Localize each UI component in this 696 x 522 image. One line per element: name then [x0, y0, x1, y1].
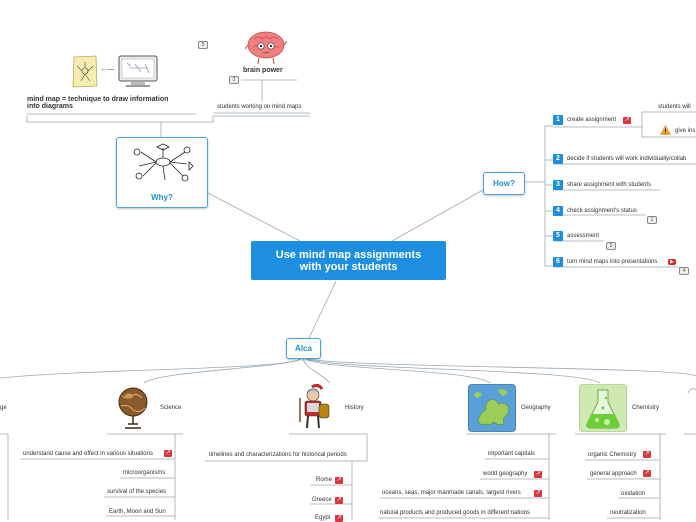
why-label: Why?: [151, 193, 173, 202]
how-node[interactable]: How?: [483, 172, 525, 195]
definition-line1: mind map = technique to draw information: [27, 96, 169, 103]
science-item-1[interactable]: understand cause and effect in various s…: [23, 451, 153, 457]
step-3-rest: assignment with students: [582, 182, 652, 188]
geography-item-3[interactable]: oceans, seas, major manmade canals, larg…: [382, 490, 521, 496]
science-label[interactable]: Science: [160, 405, 182, 411]
flask-icon: [579, 384, 627, 432]
chemistry-item-1[interactable]: organic Chemistry: [588, 452, 637, 458]
science-item-2[interactable]: microorganisms: [123, 470, 166, 476]
geography-label[interactable]: Geography: [521, 405, 551, 411]
step-1-number: 1: [553, 115, 563, 125]
link-icon[interactable]: ↗: [643, 470, 651, 477]
chemistry-item-4[interactable]: neutralization: [610, 510, 646, 516]
step-4-rest: assignment's status: [582, 208, 637, 214]
partial-branch-label: ge: [0, 405, 7, 411]
globe-icon: [118, 387, 148, 429]
history-item-egypt[interactable]: Egypt: [315, 515, 331, 521]
link-icon[interactable]: ↗: [534, 471, 542, 478]
step-2-rest: if students will work individually/colla…: [584, 156, 687, 162]
brain-title: brain power: [243, 67, 283, 74]
students-working-label: students working on mind maps: [217, 104, 302, 110]
step-6-lead: turn: [567, 259, 578, 265]
link-icon[interactable]: ↗: [335, 515, 343, 522]
central-title-line1: Use mind map assignments: [275, 248, 422, 261]
brain-icon: [245, 31, 287, 65]
why-badge-top[interactable]: 5: [198, 41, 208, 49]
step-2-lead: decide: [567, 156, 585, 162]
students-will-label: students will: [658, 104, 691, 110]
link-icon[interactable]: ↗: [534, 490, 542, 497]
brain-badge[interactable]: 3: [229, 76, 239, 84]
history-item-rome[interactable]: Rome: [316, 477, 333, 483]
step-6-badge[interactable]: 4: [679, 267, 689, 275]
step-2-text[interactable]: decide if students will work individuall…: [567, 156, 686, 162]
central-title-line2: with your students: [299, 260, 398, 273]
history-top-item[interactable]: timelines and characterizations for hist…: [209, 452, 347, 458]
step-2-number: 2: [553, 154, 563, 164]
step-4-text[interactable]: check assignment's status: [567, 208, 637, 214]
step-5-badge[interactable]: 2: [606, 242, 616, 250]
why-node[interactable]: Why?: [116, 137, 208, 208]
link-icon[interactable]: ↗: [623, 117, 631, 124]
step-6-number: 6: [553, 257, 563, 267]
step-6-text[interactable]: turn mind maps into presentations: [567, 259, 657, 265]
link-icon[interactable]: ↗: [335, 477, 343, 484]
step-4-badge[interactable]: 1: [647, 216, 657, 224]
step-5-number: 5: [553, 231, 563, 241]
step-3-lead: share: [567, 182, 583, 188]
step-4-lead: check: [567, 208, 583, 214]
step-1-rest: assignment: [583, 117, 617, 123]
step-6-rest: mind maps into presentations: [577, 259, 658, 265]
step-3-number: 3: [553, 180, 563, 190]
chemistry-label[interactable]: Chemistry: [632, 405, 660, 411]
chemistry-item-3[interactable]: oxidation: [621, 491, 646, 497]
alca-node[interactable]: Alca: [286, 338, 321, 359]
europe-map-icon: [468, 384, 516, 432]
give-ins-label: give ins: [675, 128, 696, 134]
science-item-4[interactable]: Earth, Moon and Sun: [109, 509, 166, 515]
step-5-lead: assessment: [567, 233, 600, 239]
geography-item-1[interactable]: important capitals: [488, 451, 536, 457]
definition-line2: into diagrams: [27, 103, 73, 110]
arrow-glyph: ←—: [100, 66, 114, 73]
chemistry-item-2[interactable]: general approach: [590, 471, 637, 477]
geography-item-2[interactable]: world geography: [483, 471, 528, 477]
link-icon[interactable]: ↗: [335, 497, 343, 504]
link-icon[interactable]: ↗: [164, 450, 172, 457]
mindmap-sketch-icon: [133, 143, 194, 182]
geography-item-4[interactable]: natural products and produced goods in d…: [380, 510, 530, 516]
link-icon[interactable]: ↗: [643, 451, 651, 458]
paper-map-icon: [72, 55, 98, 88]
step-1-lead: create: [567, 117, 584, 123]
science-item-3[interactable]: survival of the species: [107, 489, 167, 495]
step-3-text[interactable]: share assignment with students: [567, 182, 651, 188]
step-5-text[interactable]: assessment: [567, 233, 599, 239]
step-1-text[interactable]: create assignment: [567, 117, 616, 123]
history-item-greece[interactable]: Greece: [312, 497, 332, 503]
youtube-icon[interactable]: ▶: [668, 259, 676, 265]
monitor-icon: [118, 55, 158, 87]
history-label[interactable]: History: [345, 405, 364, 411]
warning-icon: [660, 125, 671, 135]
step-4-number: 4: [553, 206, 563, 216]
roman-soldier-icon: [299, 384, 330, 429]
central-topic[interactable]: Use mind map assignments with your stude…: [251, 241, 446, 280]
